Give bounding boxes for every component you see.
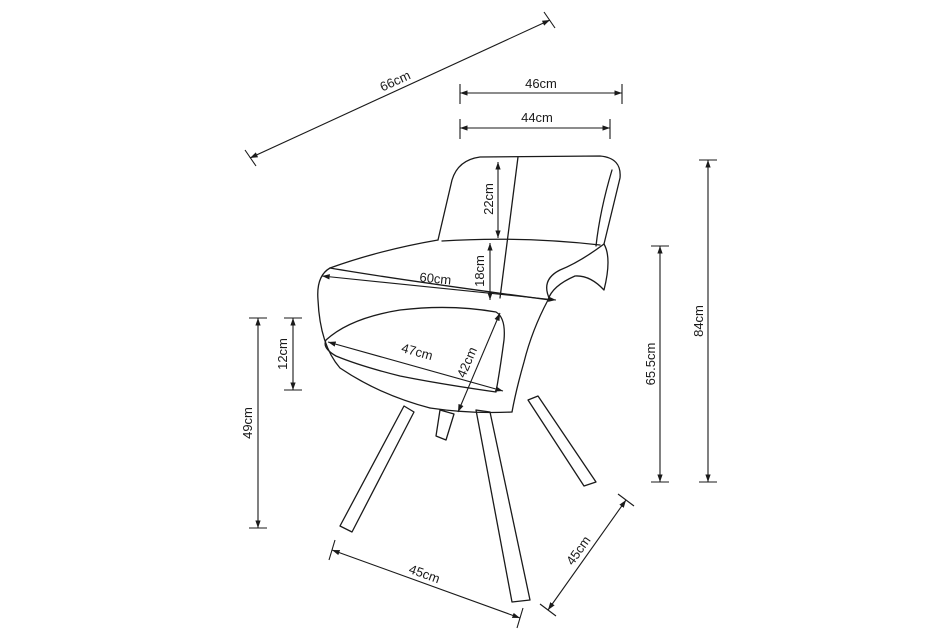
leg-front-left [339, 405, 415, 533]
dim-seat-width: 47cm [327, 340, 504, 392]
label-top-back-width: 46cm [525, 76, 557, 91]
label-seat-height: 49cm [240, 407, 255, 439]
dim-arm-height: 65.5cm [643, 245, 669, 483]
label-seat-thickness: 12cm [275, 338, 290, 370]
backrest-seam-vertical [499, 156, 519, 299]
label-seat-depth: 42cm [454, 345, 480, 380]
leg-back-left [435, 409, 455, 441]
chair-drawing [317, 155, 621, 603]
dim-diagonal-depth: 66cm [244, 11, 556, 167]
backrest-inner-right [595, 169, 613, 247]
dim-seat-thickness: 12cm [275, 317, 302, 391]
dim-seat-height: 49cm [240, 317, 267, 529]
label-arm-width: 60cm [419, 269, 452, 287]
label-back-lower-height: 18cm [472, 255, 487, 287]
backrest-seam-horizontal [441, 238, 601, 246]
right-armrest-curve [546, 243, 605, 301]
backrest-outline [437, 155, 621, 245]
label-back-upper-height: 22cm [481, 183, 496, 215]
dim-arm-width: 60cm [321, 269, 557, 302]
label-total-height: 84cm [691, 305, 706, 337]
label-back-width: 44cm [521, 110, 553, 125]
label-diagonal-depth: 66cm [378, 67, 413, 94]
dim-base-front: 45cm [328, 539, 524, 629]
label-arm-height: 65.5cm [643, 343, 658, 386]
right-armrest [511, 243, 609, 413]
left-armrest [317, 239, 439, 409]
dim-total-height: 84cm [691, 159, 717, 483]
leg-front-right [475, 409, 531, 603]
dim-base-side: 45cm [539, 493, 635, 617]
seat-base [429, 407, 513, 414]
label-base-front: 45cm [407, 561, 442, 586]
dim-back-upper-height: 22cm [481, 162, 501, 238]
label-seat-width: 47cm [400, 340, 435, 363]
dim-seat-depth: 42cm [454, 312, 501, 413]
label-base-side: 45cm [563, 533, 594, 568]
leg-back-right [527, 395, 597, 487]
dim-top-back-width: 46cm [459, 76, 623, 104]
dim-back-width: 44cm [459, 110, 611, 139]
